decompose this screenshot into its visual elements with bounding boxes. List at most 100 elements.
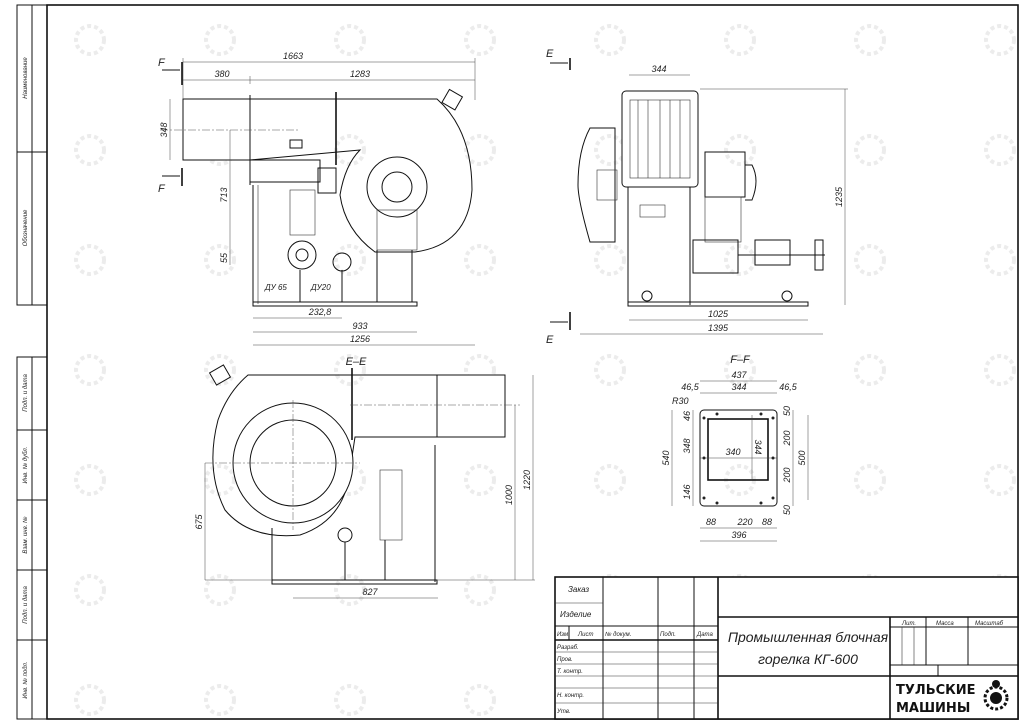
dim-label: 344 (753, 439, 763, 454)
order-label: Заказ (568, 585, 589, 594)
side-strip: Наименование Обозначение Подп. и дата Ин… (16, 4, 48, 720)
section-mark: F (158, 183, 166, 195)
role-label: Т. контр. (557, 669, 583, 675)
dim-label: 200 (782, 467, 792, 483)
watermark-gear-icon (74, 244, 106, 276)
lit-label: Лит. (901, 621, 916, 627)
dim-label: 1025 (708, 309, 729, 319)
watermark-gear-icon (724, 244, 756, 276)
side-label: Взам. инв. № (22, 516, 29, 554)
dim-label: 50 (782, 406, 792, 416)
watermark-gear-icon (74, 24, 106, 56)
section-mark: E (546, 48, 554, 60)
side-label: Подп. и дата (23, 374, 29, 412)
header-label: Дата (696, 632, 713, 638)
role-label: Пров. (557, 657, 573, 663)
watermark-gear-icon (594, 464, 626, 496)
side-label: Инв. № подл. (22, 661, 29, 698)
dim-label: 88 (762, 517, 772, 527)
watermark-gear-icon (74, 684, 106, 716)
section-f-view: F–F 437 46,5 344 46,5 R30 540 348 46 146… (661, 354, 809, 542)
bolt-hole (702, 496, 706, 500)
bolt-hole (702, 416, 706, 420)
side-view: 344 1235 1025 1395 E E (546, 48, 848, 346)
watermark-gear-icon (724, 354, 756, 386)
watermark-gear-icon (464, 464, 496, 496)
side-label: Инв. № дубл. (22, 447, 29, 484)
dim-label: 437 (731, 370, 747, 380)
dim-label: 933 (352, 321, 367, 331)
dim-label: 713 (219, 187, 229, 202)
role-label: Разраб. (557, 645, 579, 651)
role-label: Утв. (556, 709, 571, 715)
dim-label: 1283 (350, 69, 370, 79)
watermark-gear-icon (984, 464, 1016, 496)
watermark-gear-icon (204, 24, 236, 56)
dim-label: 340 (725, 447, 740, 457)
role-label: Н. контр. (557, 693, 584, 699)
header-label: Подп. (660, 632, 676, 638)
drawing-title: Промышленная блочная (728, 629, 889, 645)
watermark-gear-icon (334, 354, 366, 386)
bolt-hole (759, 412, 763, 416)
section-e-view: 675 1000 1220 827 E–E (194, 356, 535, 599)
dim-label: 675 (194, 514, 204, 530)
dim-label: 380 (214, 69, 229, 79)
dim-label: 344 (731, 382, 746, 392)
side-label: Подп. и дата (23, 586, 29, 624)
watermark-gear-icon (724, 134, 756, 166)
bolt-hole (715, 412, 719, 416)
view-title: E–E (346, 356, 367, 368)
watermark-gear-icon (74, 354, 106, 386)
watermark-gear-icon (204, 574, 236, 606)
callout-label: ДУ 65 (264, 283, 287, 292)
dim-label: 1235 (834, 186, 844, 207)
watermark-gear-icon (334, 24, 366, 56)
side-label: Наименование (23, 57, 29, 99)
dim-label: 88 (706, 517, 716, 527)
watermark-gear-icon (854, 24, 886, 56)
watermark-gear-icon (464, 244, 496, 276)
watermark-gear-icon (984, 244, 1016, 276)
section-mark: F (158, 57, 166, 69)
dim-label: 1000 (504, 485, 514, 505)
bolt-hole (771, 416, 775, 420)
dim-label: 344 (651, 64, 666, 74)
dim-label: R30 (672, 396, 689, 406)
watermark-gear-icon (854, 354, 886, 386)
watermark-gear-icon (854, 244, 886, 276)
callout-label: ДУ20 (310, 283, 331, 292)
gear-logo-icon (983, 680, 1009, 711)
dim-label: 46,5 (779, 382, 798, 392)
header-label: Изм. (557, 632, 570, 638)
dim-label: 50 (782, 505, 792, 515)
bolt-hole (771, 496, 775, 500)
watermark-gear-icon (464, 134, 496, 166)
watermark-gear-icon (204, 684, 236, 716)
dim-label: 500 (797, 450, 807, 465)
header-label: № докум. (605, 631, 631, 638)
dim-label: 1220 (522, 470, 532, 490)
dim-label: 200 (782, 430, 792, 446)
logo-text: МАШИНЫ (896, 701, 970, 716)
watermark-gear-icon (854, 464, 886, 496)
dim-label: 146 (682, 484, 692, 499)
watermark-gear-icon (984, 134, 1016, 166)
bolt-hole (759, 501, 763, 505)
dim-label: 1663 (283, 51, 303, 61)
side-label: Обозначение (23, 209, 29, 246)
watermark-gear-icon (74, 134, 106, 166)
watermark-gear-icon (204, 354, 236, 386)
dim-label: 827 (362, 587, 378, 597)
dim-label: 396 (731, 530, 746, 540)
section-mark: E (546, 334, 554, 346)
dim-label: 348 (159, 122, 169, 137)
watermark-gear-icon (334, 684, 366, 716)
watermark-gear-icon (854, 134, 886, 166)
dim-label: 46,5 (681, 382, 700, 392)
watermark-gear-icon (334, 574, 366, 606)
scale-label: Масштаб (975, 621, 1004, 627)
product-label: Изделие (560, 610, 592, 619)
watermark-gear-icon (334, 244, 366, 276)
dim-label: 232,8 (308, 307, 332, 317)
